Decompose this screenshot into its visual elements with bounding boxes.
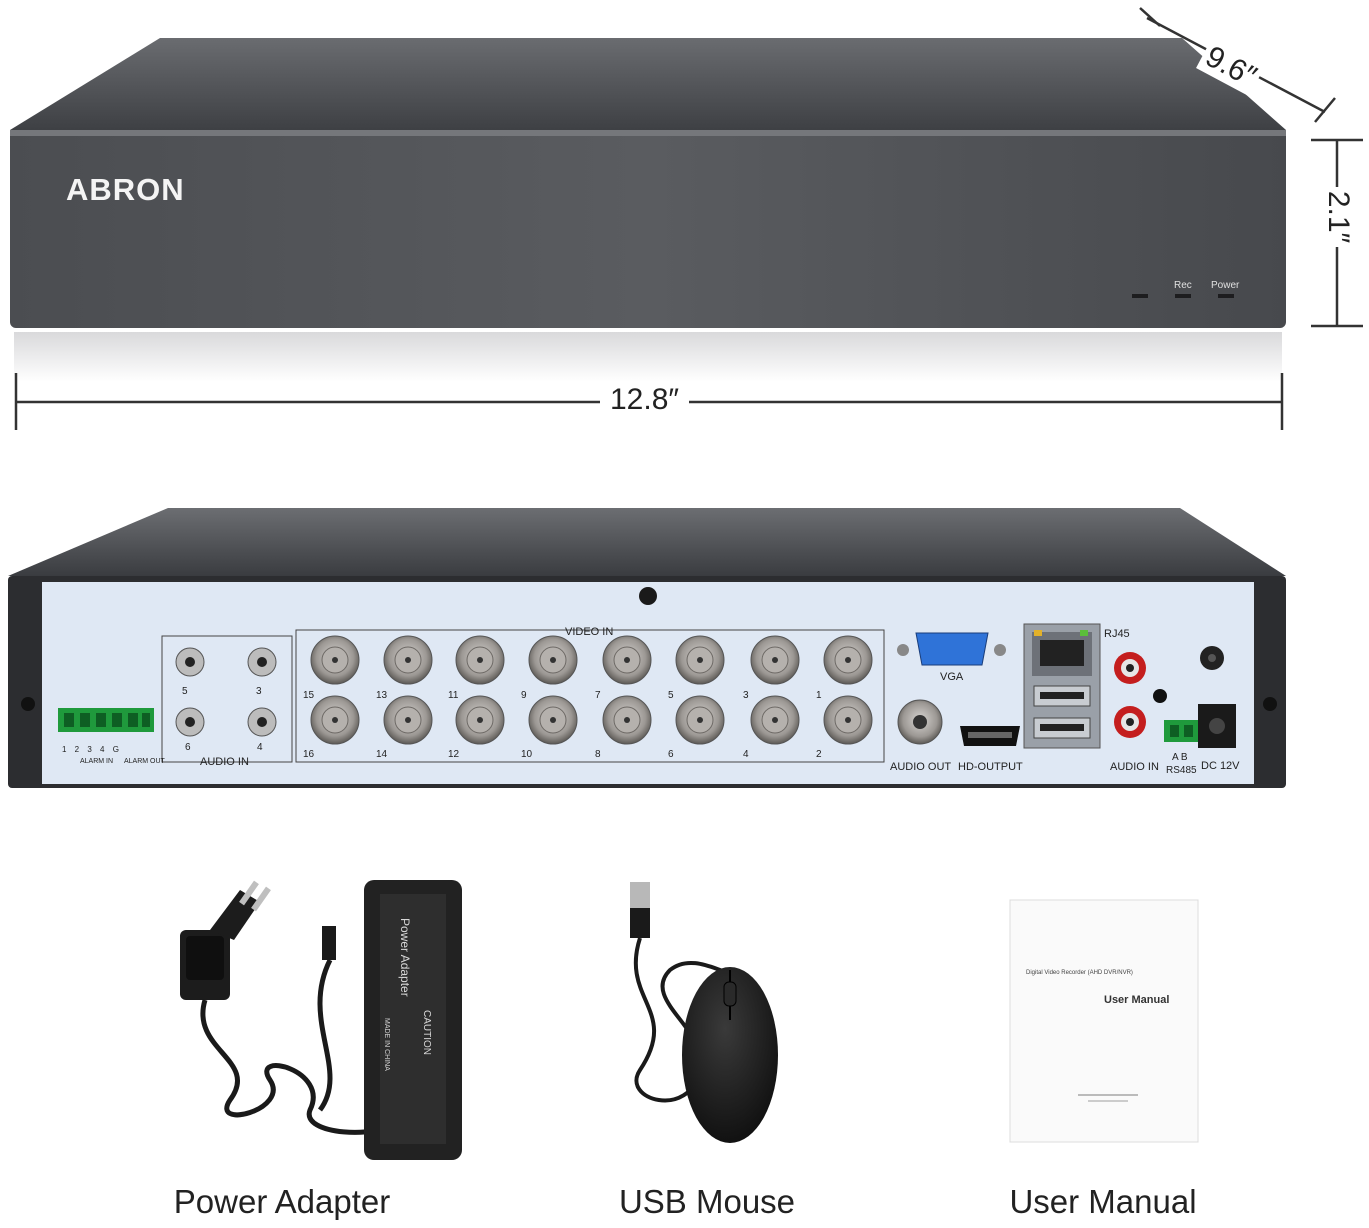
rs485-label: RS485 <box>1166 765 1197 776</box>
video-in-number: 3 <box>743 690 749 701</box>
dc-12v-label: DC 12V <box>1201 760 1240 772</box>
power-adapter-image <box>180 880 462 1160</box>
audio-out-label: AUDIO OUT <box>890 761 952 773</box>
audio-in-right-label: AUDIO IN <box>1110 761 1159 773</box>
manual-title: User Manual <box>1104 994 1170 1006</box>
video-in-number: 4 <box>743 749 749 760</box>
height-dimension: 2.1″ <box>1317 187 1359 247</box>
video-in-number: 9 <box>521 690 527 701</box>
user-manual-image <box>1009 899 1199 1143</box>
video-in-number: 14 <box>376 749 388 760</box>
video-in-number: 7 <box>595 690 601 701</box>
rj45-label: RJ45 <box>1104 628 1130 640</box>
video-in-number: 8 <box>595 749 601 760</box>
video-in-number: 2 <box>816 749 822 760</box>
usb-mouse-caption: USB Mouse <box>618 1183 796 1220</box>
audio-in-number: 4 <box>257 742 263 753</box>
hd-output-label: HD-OUTPUT <box>958 761 1023 773</box>
alarm-pin-numbers: 1 2 3 4 G <box>62 745 122 754</box>
adapter-label-origin: MADE IN CHINA <box>383 1018 390 1071</box>
video-in-number: 5 <box>668 690 674 701</box>
video-in-number: 6 <box>668 749 674 760</box>
power-led-label: Power <box>1211 280 1240 291</box>
brand-logo: ABRON <box>66 172 185 207</box>
video-in-number: 13 <box>376 690 388 701</box>
video-in-label: VIDEO IN <box>565 626 614 638</box>
power-adapter-caption: Power Adapter <box>173 1183 391 1220</box>
width-dimension: 12.8″ <box>600 383 690 417</box>
dvr-front-view <box>10 7 1363 430</box>
rec-led-label: Rec <box>1174 280 1192 291</box>
audio-in-number: 6 <box>185 742 191 753</box>
adapter-label-title: Power Adapter <box>398 918 412 997</box>
video-in-number: 10 <box>521 749 533 760</box>
vga-label: VGA <box>940 671 964 683</box>
alarm-in-label: ALARM IN <box>80 758 114 765</box>
user-manual-caption: User Manual <box>1009 1183 1197 1220</box>
video-in-number: 16 <box>303 749 315 760</box>
video-in-number: 15 <box>303 690 315 701</box>
rs485-ab-label: A B <box>1172 752 1188 763</box>
video-in-number: 1 <box>816 690 822 701</box>
usb-mouse-image <box>630 882 778 1143</box>
video-in-number: 11 <box>448 690 459 701</box>
manual-heading: Digital Video Recorder (AHD DVR/NVR) <box>1026 970 1133 976</box>
video-in-number: 12 <box>448 749 460 760</box>
dvr-rear-view <box>8 508 1286 788</box>
audio-in-number: 3 <box>256 686 262 697</box>
audio-in-label: AUDIO IN <box>200 756 249 768</box>
adapter-label-caution: CAUTION <box>421 1010 432 1055</box>
audio-in-number: 5 <box>182 686 188 697</box>
alarm-out-label: ALARM OUT <box>124 758 165 765</box>
